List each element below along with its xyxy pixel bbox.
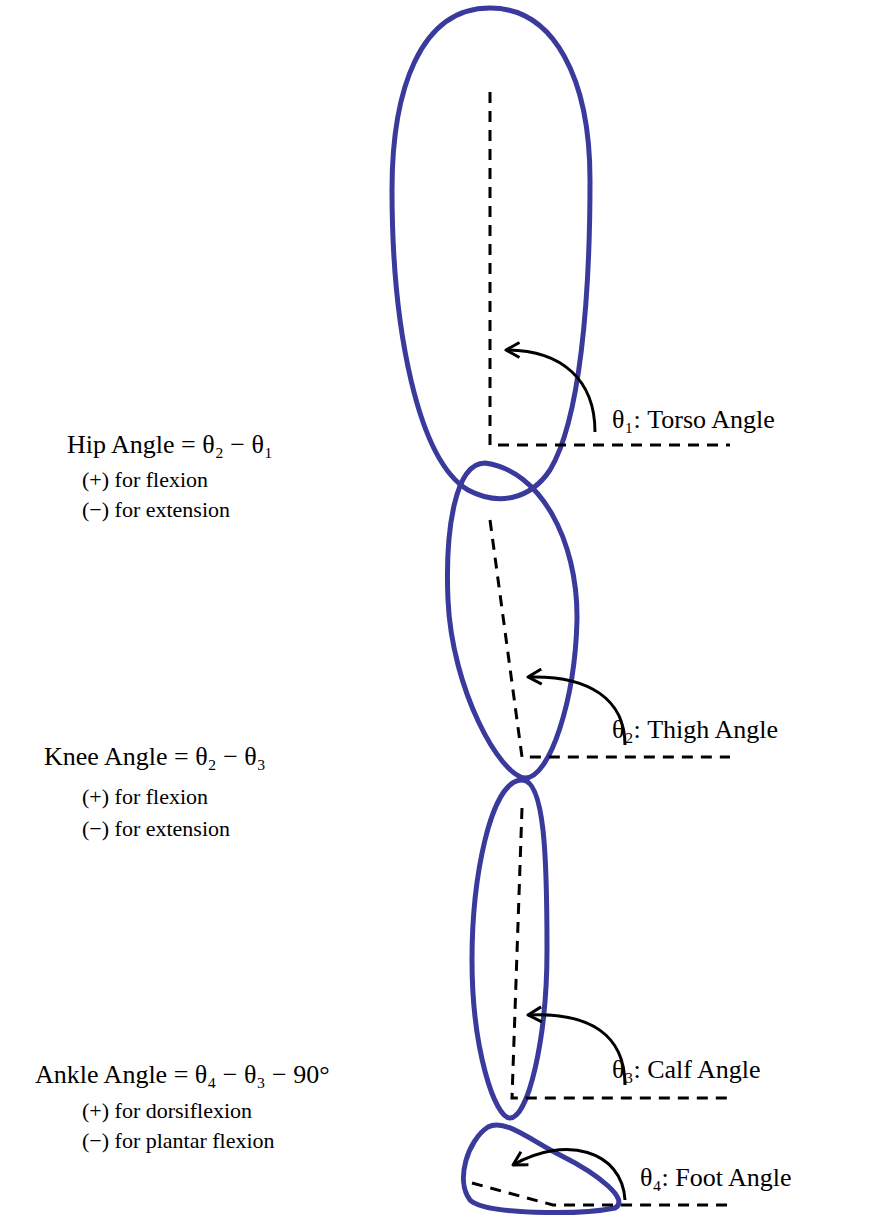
foot-angle-arrow [513, 1150, 625, 1200]
joint-angle-formula: Knee Angle = θ₂ − θ₃ [44, 742, 266, 772]
segment-angle-label: θ₂: Thigh Angle [612, 715, 778, 745]
joint-angle-formula: Hip Angle = θ₂ − θ₁ [67, 430, 273, 460]
joint-angle-formula: Ankle Angle = θ₄ − θ₃ − 90° [35, 1060, 330, 1090]
calf-angle-arrow [528, 1015, 625, 1085]
sign-note: (−) for extension [82, 816, 230, 841]
sign-note: (+) for dorsiflexion [82, 1098, 252, 1123]
calf-axis [512, 808, 730, 1098]
calf-segment [472, 780, 547, 1118]
sign-note: (+) for flexion [82, 784, 208, 809]
sign-note: (−) for extension [82, 497, 230, 522]
sign-note: (−) for plantar flexion [82, 1128, 275, 1153]
segment-angle-label: θ₁: Torso Angle [612, 405, 775, 435]
segment-angle-label: θ₄: Foot Angle [640, 1163, 792, 1193]
thigh-angle-arrow [528, 677, 625, 745]
segment-angle-label: θ₃: Calf Angle [612, 1055, 761, 1085]
foot-segment [463, 1125, 618, 1213]
torso-angle-arrow [506, 350, 595, 432]
sign-note: (+) for flexion [82, 467, 208, 492]
thigh-segment [447, 463, 577, 778]
torso-axis [490, 92, 730, 445]
